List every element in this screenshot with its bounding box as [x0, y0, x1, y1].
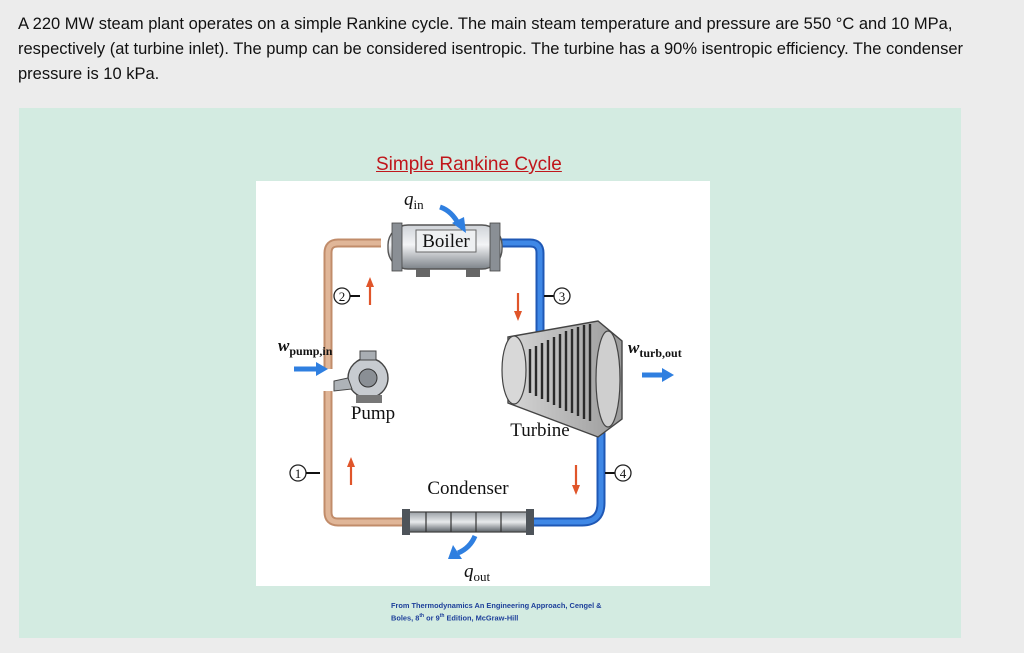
pump-label: Pump — [351, 403, 395, 424]
state-1-marker: 1 — [289, 464, 320, 482]
turbine-label: Turbine — [510, 420, 569, 441]
q-in-arrowhead — [452, 217, 466, 233]
svg-text:2: 2 — [339, 289, 346, 304]
figure-credit: From Thermodynamics An Engineering Appro… — [391, 600, 602, 623]
hot-pipe — [501, 238, 606, 527]
boiler-label: Boiler — [422, 231, 470, 252]
pump — [333, 350, 389, 403]
state-3-marker: 3 — [544, 287, 571, 305]
w-pump-arrowhead — [316, 362, 328, 376]
boiler: Boiler — [387, 222, 503, 277]
q-out-arrowhead — [448, 545, 462, 559]
w-pump-in-label: wpump,in — [278, 336, 333, 358]
condenser — [402, 509, 534, 535]
problem-statement: A 220 MW steam plant operates on a simpl… — [18, 15, 964, 83]
credit-line-2: Boles, 8th or 9th Edition, McGraw-Hill — [391, 613, 519, 623]
svg-text:4: 4 — [620, 466, 627, 481]
w-turb-out-label: wturb,out — [628, 338, 682, 360]
turbine — [501, 320, 623, 438]
svg-text:1: 1 — [295, 466, 302, 481]
figure-title: Simple Rankine Cycle — [376, 154, 562, 175]
cold-pipe — [323, 238, 406, 527]
svg-text:3: 3 — [559, 289, 566, 304]
q-in-label: qin — [404, 189, 424, 212]
state-2-marker: 2 — [333, 287, 360, 305]
w-turb-arrowhead — [662, 368, 674, 382]
q-out-arrow — [456, 534, 478, 556]
q-out-label: qout — [464, 561, 491, 584]
rankine-diagram-svg: Boiler qin Turbine — [278, 189, 682, 584]
condenser-label: Condenser — [427, 478, 509, 499]
state-4-marker: 4 — [605, 464, 632, 482]
rankine-cycle-diagram: Boiler qin Turbine — [256, 181, 710, 586]
credit-line-1: From Thermodynamics An Engineering Appro… — [391, 601, 602, 610]
